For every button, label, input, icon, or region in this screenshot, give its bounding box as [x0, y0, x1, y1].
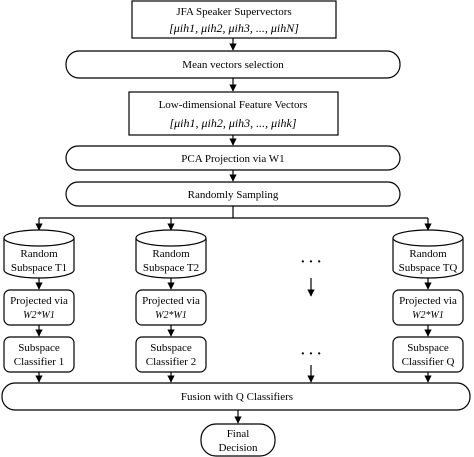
projection-q-line2: W2*W1: [412, 310, 444, 321]
column-q: Random Subspace TQ Projected via W2*W1 S…: [392, 229, 464, 373]
projection-q-box: Projected via W2*W1: [392, 289, 464, 326]
column-2: Random Subspace T2 Projected via W2*W1 S…: [135, 229, 207, 373]
projection-2-line1: Projected via: [142, 295, 200, 307]
random-subspace-2-cylinder: Random Subspace T2: [135, 229, 207, 279]
mean-vectors-selection-box: Mean vectors selection: [65, 50, 401, 79]
pca-projection-box: PCA Projection via W1: [65, 145, 401, 171]
projection-1-box: Projected via W2*W1: [3, 289, 75, 326]
subspace-q-line2: Subspace TQ: [399, 262, 458, 274]
random-sampling-box: Randomly Sampling: [65, 181, 401, 207]
classifier-q-line1: Subspace: [407, 342, 449, 354]
lowdim-title: Low-dimensional Feature Vectors: [159, 99, 308, 111]
jfa-vector: [μih1, μih2, μih3, ..., μihN]: [169, 21, 299, 35]
fusion-box: Fusion with Q Classifiers: [1, 382, 471, 411]
subspace-1-line1: Random: [20, 248, 58, 260]
ellipsis-bottom: · · ·: [300, 347, 321, 362]
subspace-q-line1: Random: [409, 248, 447, 260]
classifier-1-line2: Classifier 1: [14, 356, 64, 368]
connectors: [35, 38, 432, 424]
classifier-1-line1: Subspace: [18, 342, 60, 354]
classifier-2-line2: Classifier 2: [146, 356, 196, 368]
projection-2-line2: W2*W1: [155, 310, 187, 321]
subspace-2-line1: Random: [152, 248, 190, 260]
column-1: Random Subspace T1 Projected via W2*W1 S…: [3, 229, 75, 373]
classifier-q-box: Subspace Classifier Q: [392, 336, 464, 373]
projection-q-line1: Projected via: [399, 295, 457, 307]
classifier-2-box: Subspace Classifier 2: [135, 336, 207, 373]
mean-selection-label: Mean vectors selection: [182, 59, 284, 71]
classifier-2-line1: Subspace: [150, 342, 192, 354]
projection-2-box: Projected via W2*W1: [135, 289, 207, 326]
final-decision-box: Final Decision: [200, 423, 276, 457]
classifier-q-line2: Classifier Q: [402, 356, 455, 368]
sampling-label: Randomly Sampling: [188, 189, 279, 201]
random-subspace-1-cylinder: Random Subspace T1: [3, 229, 75, 279]
final-line2: Decision: [218, 442, 258, 454]
subspace-2-line2: Subspace T2: [143, 262, 199, 274]
jfa-title: JFA Speaker Supervectors: [176, 6, 291, 18]
projection-1-line1: Projected via: [10, 295, 68, 307]
random-subspace-q-cylinder: Random Subspace TQ: [392, 229, 464, 279]
classifier-1-box: Subspace Classifier 1: [3, 336, 75, 373]
ellipsis-column: · · · · · ·: [300, 255, 321, 362]
projection-1-line2: W2*W1: [23, 310, 55, 321]
ellipsis-top: · · ·: [300, 255, 321, 270]
lowdim-feature-box: Low-dimensional Feature Vectors [μih1, μ…: [128, 91, 339, 136]
pca-label: PCA Projection via W1: [181, 153, 284, 165]
final-line1: Final: [227, 428, 250, 440]
subspace-1-line2: Subspace T1: [11, 262, 67, 274]
jfa-supervectors-box: JFA Speaker Supervectors [μih1, μih2, μi…: [131, 0, 337, 39]
lowdim-vector: [μih1, μih2, μih3, ..., μihk]: [169, 116, 296, 130]
fusion-label: Fusion with Q Classifiers: [181, 391, 293, 403]
